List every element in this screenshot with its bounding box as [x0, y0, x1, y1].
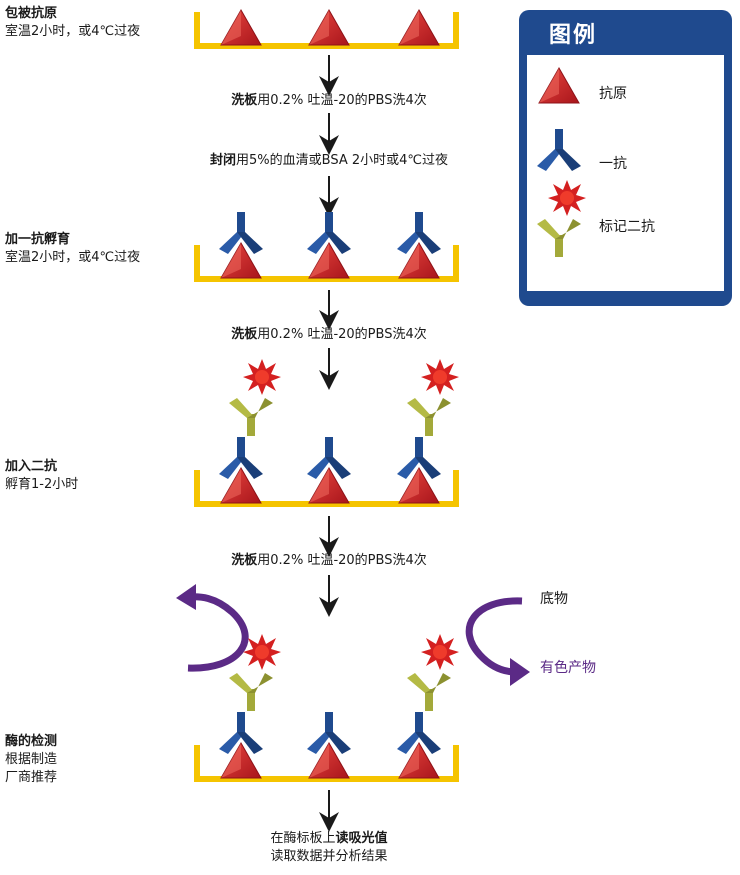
legend-item-primary: 一抗 [599, 156, 627, 172]
final-prefix: 在酶标板上 [270, 831, 336, 846]
secondary-antibody-icon [229, 398, 273, 436]
label-star-icon [243, 634, 281, 670]
step-coat: 包被抗原 室温2小时，或4℃过夜 [5, 5, 140, 41]
substrate-arrow-left [176, 584, 249, 672]
final-bold: 读吸光值 [335, 831, 388, 846]
label-star-icon [243, 359, 281, 395]
colored-product-label: 有色产物 [540, 660, 596, 676]
step-desc: 根据制造 [5, 752, 58, 767]
step-title: 加入二抗 [5, 459, 58, 474]
step-desc: 室温2小时，或4℃过夜 [5, 250, 141, 265]
final-step: 在酶标板上读吸光值 读取数据并分析结果 [0, 830, 658, 866]
legend-primary-antibody-icon [537, 129, 581, 171]
step-desc: 厂商推荐 [5, 770, 58, 785]
secondary-antibody-icon [407, 398, 451, 436]
wash-bold: 洗板 [231, 327, 258, 342]
wash-text: 用0.2% 吐温-20的PBS洗4次 [257, 327, 427, 342]
plate-primary [194, 212, 459, 282]
secondary-antibody-icon [407, 673, 451, 711]
block-bold: 封闭 [210, 153, 237, 168]
substrate-label: 底物 [540, 591, 568, 607]
wash-bold: 洗板 [231, 553, 258, 568]
step-title: 酶的检测 [5, 734, 58, 749]
wash-text: 用0.2% 吐温-20的PBS洗4次 [257, 553, 427, 568]
legend-item-antigen: 抗原 [599, 86, 627, 102]
label-star-icon [421, 634, 459, 670]
wash-bold: 洗板 [231, 93, 258, 108]
antigen-icon [398, 9, 440, 46]
final-line2: 读取数据并分析结果 [270, 849, 388, 864]
wash-step-3: 洗板用0.2% 吐温-20的PBS洗4次 [0, 552, 658, 570]
step-desc: 孵育1-2小时 [5, 477, 79, 492]
step-title: 加一抗孵育 [5, 232, 71, 247]
step-detect: 酶的检测 根据制造 厂商推荐 [5, 733, 57, 787]
step-desc: 室温2小时，或4℃过夜 [5, 24, 141, 39]
antigen-icon [220, 9, 262, 46]
plate-secondary [194, 359, 459, 507]
block-step: 封闭用5%的血清或BSA 2小时或4℃过夜 [0, 152, 658, 170]
wash-step-1: 洗板用0.2% 吐温-20的PBS洗4次 [0, 92, 658, 110]
label-star-icon [421, 359, 459, 395]
antigen-icon [308, 9, 350, 46]
wash-step-2: 洗板用0.2% 吐温-20的PBS洗4次 [0, 326, 658, 344]
plate-detection [194, 634, 459, 782]
wash-text: 用0.2% 吐温-20的PBS洗4次 [257, 93, 427, 108]
step-secondary: 加入二抗 孵育1-2小时 [5, 458, 78, 494]
legend-item-secondary: 标记二抗 [599, 219, 655, 235]
plate-coating [194, 9, 459, 49]
block-text: 用5%的血清或BSA 2小时或4℃过夜 [236, 153, 448, 168]
legend-label-star-icon [548, 180, 586, 216]
step-primary: 加一抗孵育 室温2小时，或4℃过夜 [5, 231, 140, 267]
legend-antigen-icon [538, 67, 580, 104]
secondary-antibody-icon [229, 673, 273, 711]
legend-title: 图例 [549, 23, 598, 48]
legend-secondary-antibody-icon [537, 219, 581, 257]
substrate-arrow-right [465, 597, 530, 686]
step-title: 包被抗原 [5, 6, 58, 21]
